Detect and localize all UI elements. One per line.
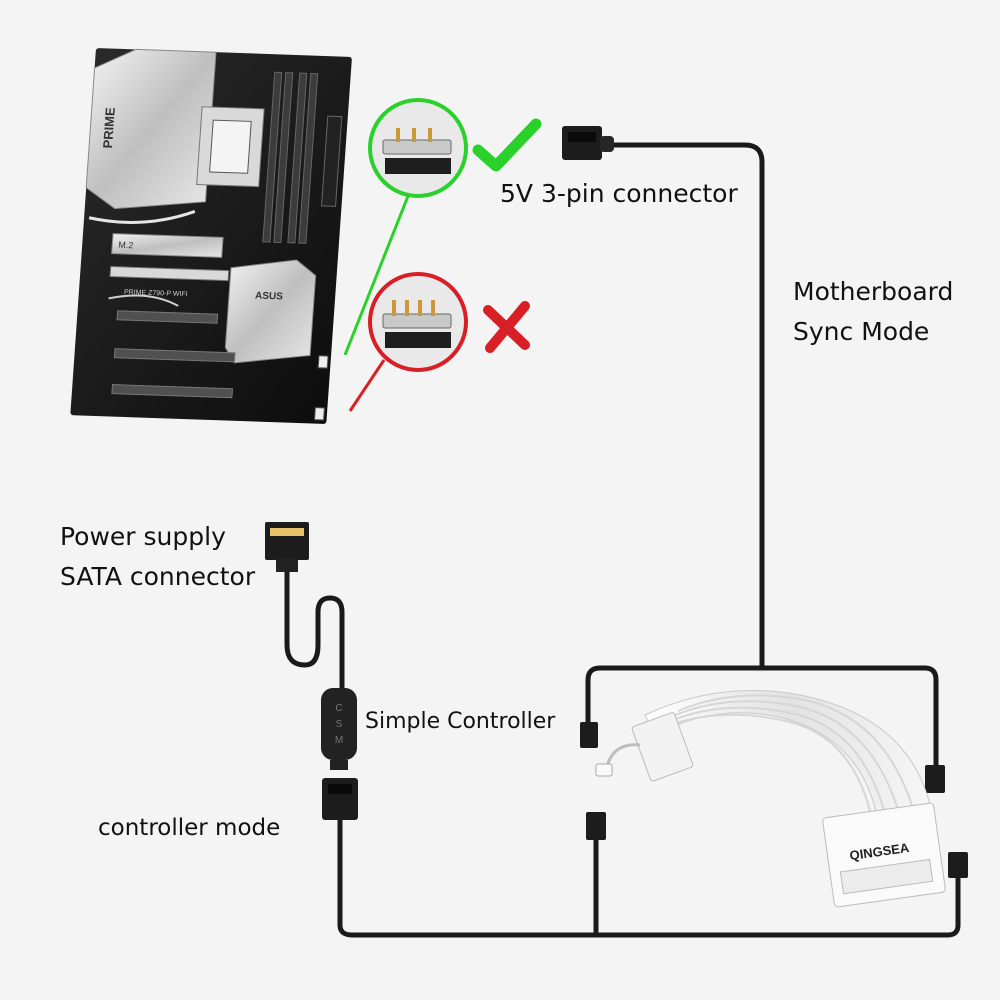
ram-slot bbox=[273, 72, 294, 243]
psu-line-2: SATA connector bbox=[60, 562, 256, 591]
connector-label: 5V 3-pin connector bbox=[500, 179, 738, 208]
sync-mode-line-2: Sync Mode bbox=[793, 317, 930, 346]
psu-line-1: Power supply bbox=[60, 522, 226, 551]
controller-button-c: C bbox=[335, 703, 342, 714]
psu-label: Power supply SATA connector bbox=[60, 517, 255, 597]
brand-text: PRIME bbox=[100, 107, 118, 149]
ram-slot bbox=[298, 72, 319, 244]
controller-output-connector bbox=[322, 778, 358, 820]
controller-label: Simple Controller bbox=[365, 709, 556, 734]
motherboard: PRIME ASUS M.2 PRIME Z790-P WIFI bbox=[70, 48, 352, 424]
m2-heatsink bbox=[111, 233, 224, 258]
asus-logo: ASUS bbox=[255, 291, 284, 303]
controller-button-m: M bbox=[335, 735, 343, 746]
controller-cable bbox=[337, 817, 961, 938]
rgb-header-4pin bbox=[314, 407, 325, 421]
check-icon bbox=[472, 118, 542, 172]
io-heatsink bbox=[85, 48, 217, 210]
splitter-connector bbox=[925, 765, 945, 793]
atx-24pin bbox=[320, 115, 343, 207]
cross-icon bbox=[483, 301, 530, 353]
board-trim bbox=[88, 210, 196, 224]
correct-callout-line bbox=[343, 185, 414, 356]
pcie-slot bbox=[111, 384, 234, 399]
ram-slot bbox=[262, 71, 283, 243]
chipset-heatsink bbox=[224, 259, 317, 364]
controller-mode-label: controller mode bbox=[98, 815, 281, 841]
simple-controller: C S M bbox=[321, 688, 357, 770]
sync-mode-line-1: Motherboard bbox=[793, 277, 954, 306]
splitter-connector bbox=[948, 852, 968, 878]
wrong-header-zoom bbox=[368, 272, 468, 372]
sata-cable bbox=[284, 567, 345, 693]
model-text: PRIME Z790-P WIFI bbox=[124, 289, 188, 298]
controller-button-s: S bbox=[336, 719, 343, 730]
board-trim bbox=[108, 294, 179, 307]
m2-label: M.2 bbox=[118, 240, 134, 250]
splitter-connector bbox=[586, 812, 606, 840]
pcie-slot bbox=[116, 310, 219, 324]
sync-mode-label: Motherboard Sync Mode bbox=[793, 272, 953, 352]
wrong-callout-line bbox=[348, 359, 386, 412]
correct-header-zoom bbox=[368, 98, 468, 198]
pcie-slot bbox=[109, 265, 230, 282]
splitter-top bbox=[585, 665, 939, 771]
argb-24pin-extension: QINGSEA bbox=[595, 690, 946, 908]
ram-slot bbox=[287, 72, 308, 244]
5v-3pin-connector bbox=[562, 126, 614, 160]
sync-cable bbox=[609, 142, 765, 669]
cpu-socket-frame bbox=[209, 119, 252, 174]
pcie-slot bbox=[113, 348, 236, 363]
splitter-connector bbox=[580, 722, 598, 748]
argb-header-3pin bbox=[317, 355, 329, 369]
cables bbox=[284, 142, 961, 938]
sata-connector bbox=[265, 522, 309, 572]
